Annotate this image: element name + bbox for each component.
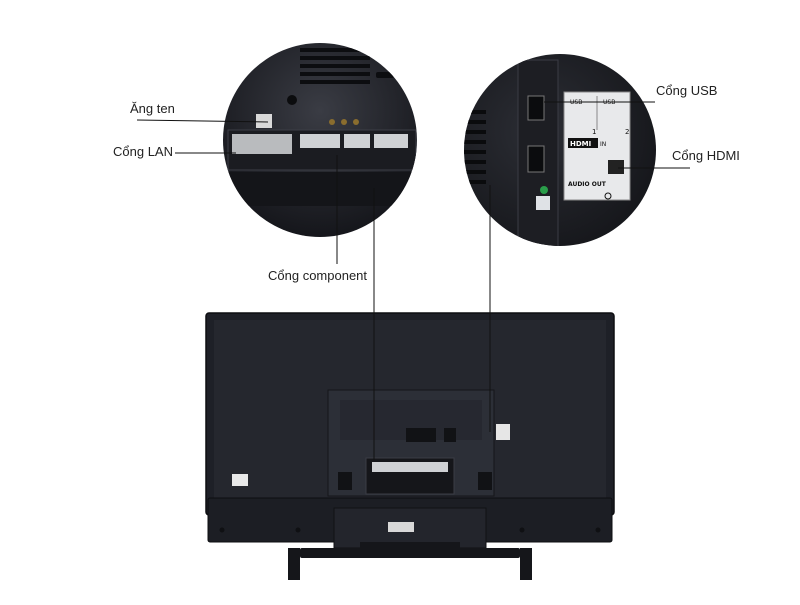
tv-stand	[288, 542, 532, 580]
tv-rear	[205, 312, 615, 580]
zoom-circle-left	[223, 43, 417, 237]
label-lan-port: Cổng LAN	[113, 144, 173, 159]
vent-grilles	[338, 428, 492, 490]
tv-bottom-label	[388, 522, 414, 532]
label-port-1: 1	[592, 128, 596, 136]
tv-side-label	[496, 424, 510, 440]
zoom-circle-right: USB USB 1 2 HDMI IN AUDIO OUT	[464, 54, 656, 246]
label-usb-port: Cổng USB	[656, 83, 718, 98]
label-component-port: Cổng component	[268, 268, 368, 283]
label-audio-out: AUDIO OUT	[568, 181, 607, 188]
leader-antenna	[136, 119, 269, 123]
label-hdmi-port: Cổng HDMI	[672, 148, 740, 163]
label-antenna: Ăng ten	[130, 101, 175, 116]
label-hdmi-in: IN	[600, 141, 606, 148]
label-port-2: 2	[625, 128, 629, 136]
tv-port-label	[372, 462, 448, 472]
leader-lines	[136, 101, 690, 460]
tv-screw-holes	[219, 527, 601, 533]
tv-sticker	[232, 474, 248, 486]
label-hdmi-logo: HDMI	[570, 140, 591, 148]
